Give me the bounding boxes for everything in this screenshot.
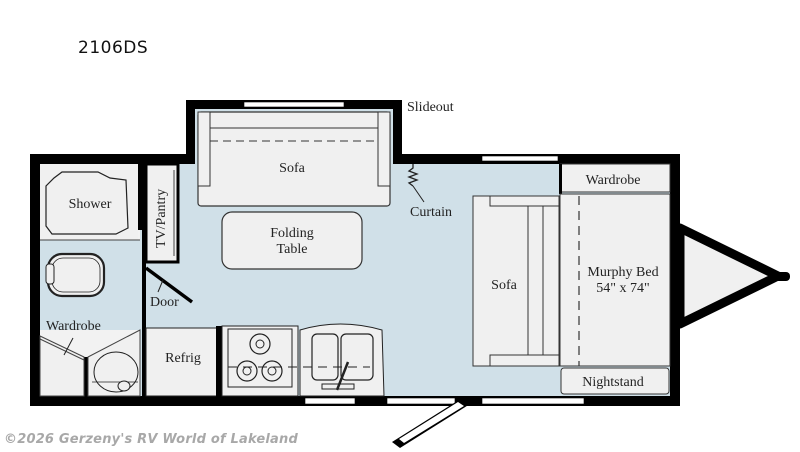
bath-wardrobe-label: Wardrobe [46,319,101,334]
bath-walls [84,164,146,404]
windows [243,101,585,405]
curtain: Curtain [407,164,452,220]
model-title: 2106DS [78,38,149,58]
entry-door[interactable] [392,398,470,448]
bath-wardrobe: Wardrobe [39,319,101,397]
tv-pantry: TV/Pantry [144,162,180,264]
kitchen-sink [228,323,385,397]
front-sofa-label: Sofa [491,278,517,293]
slideout-sofa-label: Sofa [279,161,305,176]
shower: Shower [40,164,140,241]
slideout-label: Slideout [407,100,454,115]
watermark: ©2026 Gerzeny's RV World of Lakeland [4,432,298,447]
door-label: Door [150,295,179,310]
front-wardrobe-label: Wardrobe [586,173,641,188]
murphy-bed: Murphy Bed 54" x 74" [559,193,671,367]
folding-table-label-1: Folding [270,226,314,241]
curtain-label: Curtain [410,205,452,220]
refrig-label: Refrig [165,351,201,366]
toilet [45,252,106,298]
bath-door[interactable]: Door [144,266,194,310]
bath-sink [87,329,141,397]
folding-table: Folding Table [221,211,363,270]
shower-label: Shower [69,197,112,212]
folding-table-label-2: Table [277,242,308,257]
refrigerator: Refrig [145,326,222,398]
murphy-bed-label: Murphy Bed [587,265,658,280]
nightstand-label: Nightstand [582,375,643,390]
murphy-bed-size: 54" x 74" [596,281,649,296]
front-sofa: Sofa [472,195,560,367]
front-wardrobe: Wardrobe [559,163,671,194]
tv-pantry-label: TV/Pantry [154,189,169,248]
nightstand: Nightstand [560,367,670,395]
stove [221,325,299,397]
slideout-sofa: Sofa [197,111,391,207]
hitch-tongue [675,223,790,329]
